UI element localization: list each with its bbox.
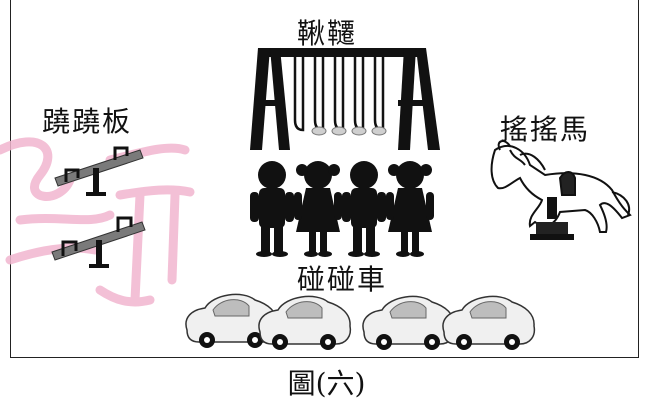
bumper-car-icon bbox=[258, 295, 352, 350]
swing-set-icon bbox=[250, 48, 440, 150]
child-silhouette-icon bbox=[250, 161, 294, 257]
seesaw-icon bbox=[54, 146, 144, 196]
child-silhouette-icon bbox=[342, 161, 386, 257]
figure-caption: 圖(六) bbox=[287, 367, 366, 400]
rocking-horse-label: 搖搖馬 bbox=[500, 113, 591, 146]
child-silhouette-icon bbox=[386, 161, 434, 257]
bumper-cars-label: 碰碰車 bbox=[297, 263, 388, 296]
bumper-cars-group bbox=[185, 293, 536, 350]
seesaw-icon bbox=[51, 216, 146, 268]
seesaw-label: 蹺蹺板 bbox=[42, 105, 133, 138]
bumper-car-icon bbox=[442, 295, 536, 350]
child-silhouette-icon bbox=[294, 161, 342, 257]
rocking-horse-icon bbox=[490, 140, 632, 240]
children-group bbox=[250, 161, 434, 257]
bumper-car-icon bbox=[362, 295, 456, 350]
figure-frame bbox=[10, 0, 639, 358]
watermark-stamp bbox=[0, 137, 195, 307]
swing-label: 鞦韆 bbox=[297, 17, 358, 50]
